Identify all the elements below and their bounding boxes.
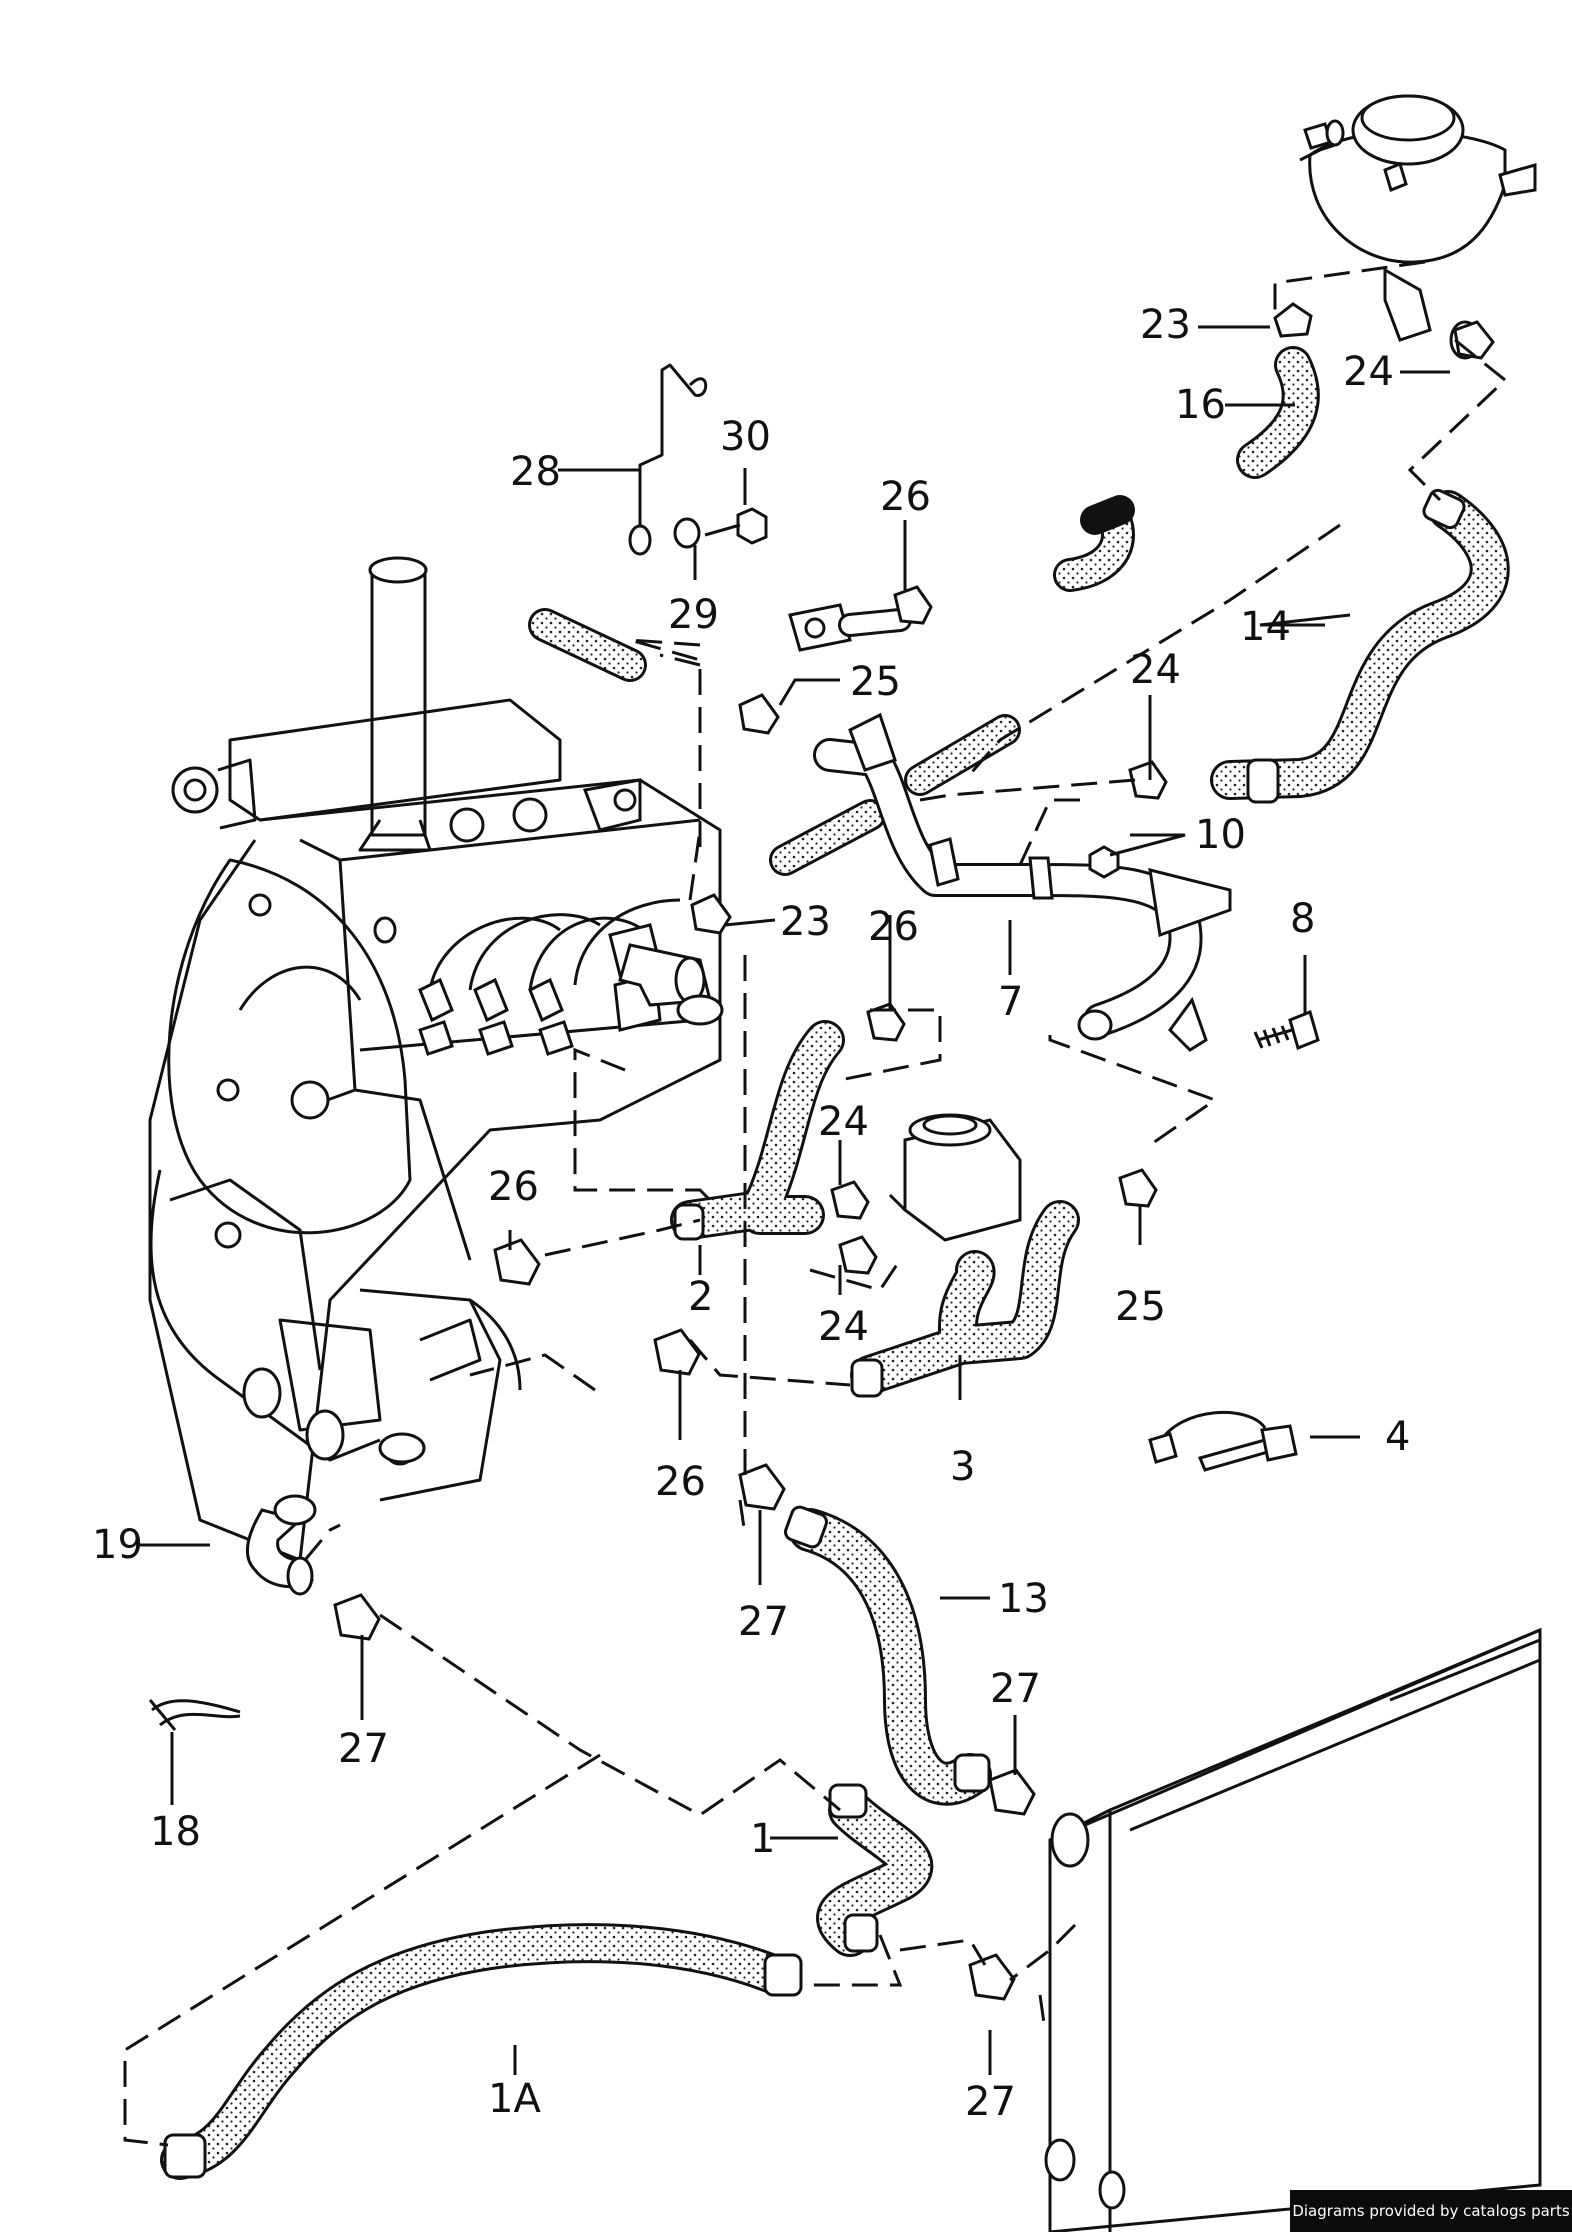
callout-24-mid: 24 xyxy=(1130,647,1181,693)
hoses xyxy=(160,346,1510,2180)
callout-labels: 23 24 16 28 30 29 26 14 25 24 10 8 23 26… xyxy=(92,302,1410,2125)
callout-10: 10 xyxy=(1195,812,1246,858)
washer-29 xyxy=(673,517,701,549)
clamp-26-top xyxy=(893,585,933,625)
callout-25-right: 25 xyxy=(1115,1284,1166,1330)
callout-26-mid: 26 xyxy=(868,904,919,950)
callout-1A: 1A xyxy=(488,2076,541,2122)
callout-23-top: 23 xyxy=(1140,302,1191,348)
callout-28: 28 xyxy=(510,449,561,495)
bolt-8 xyxy=(1253,1009,1320,1051)
dashed-connectors xyxy=(123,260,1508,2147)
callout-2: 2 xyxy=(688,1274,713,1320)
callout-24-oil-lower: 24 xyxy=(818,1304,869,1350)
callout-27-mid: 27 xyxy=(738,1599,789,1645)
callout-8: 8 xyxy=(1290,896,1315,942)
callout-19: 19 xyxy=(92,1522,143,1568)
clamp-23-mid xyxy=(690,893,732,935)
bracket-28 xyxy=(628,363,708,556)
clamp-27-mid xyxy=(738,1463,786,1511)
callout-25-top: 25 xyxy=(850,659,901,705)
callout-4: 4 xyxy=(1385,1414,1410,1460)
clamp-27-right xyxy=(988,1768,1036,1816)
callout-26-top: 26 xyxy=(880,474,931,520)
callout-18: 18 xyxy=(150,1809,201,1855)
callout-24-top: 24 xyxy=(1343,349,1394,395)
callout-26-lower: 26 xyxy=(655,1459,706,1505)
clamp-26-left xyxy=(493,1238,541,1286)
diagram-credit: Diagrams provided by catalogs parts xyxy=(1290,2190,1572,2232)
callout-1: 1 xyxy=(750,1816,775,1862)
callout-16: 16 xyxy=(1175,382,1226,428)
callout-3: 3 xyxy=(950,1444,975,1490)
clamp-4 xyxy=(1148,1410,1298,1472)
clamp-23-top xyxy=(1273,302,1313,338)
bolt-30 xyxy=(704,507,768,545)
callout-27-left: 27 xyxy=(338,1726,389,1772)
callout-13: 13 xyxy=(998,1576,1049,1622)
clamp-26-mid xyxy=(866,1002,906,1042)
clamp-27-bottom xyxy=(968,1953,1016,2001)
clamp-25-right xyxy=(1118,1168,1158,1208)
radiator xyxy=(1044,1627,1542,2232)
callout-14: 14 xyxy=(1240,604,1291,650)
callout-30: 30 xyxy=(720,414,771,460)
coolant-pipe-7 xyxy=(618,495,1232,1052)
clamp-25-top xyxy=(738,693,780,735)
callout-29: 29 xyxy=(668,592,719,638)
engine-block xyxy=(148,556,722,1562)
callout-27-right: 27 xyxy=(990,1666,1041,1712)
small-parts xyxy=(148,302,1495,2001)
nut-10 xyxy=(1088,845,1120,879)
callout-27-bottom: 27 xyxy=(965,2079,1016,2125)
clamp-24-top xyxy=(1453,320,1495,360)
clamp-24-mid xyxy=(1128,760,1168,800)
callout-leaders xyxy=(140,325,1450,2075)
injector-lines xyxy=(418,898,681,1056)
callout-26-left: 26 xyxy=(488,1164,539,1210)
clamp-26-lower xyxy=(653,1328,701,1376)
clamp-27-left xyxy=(333,1593,381,1641)
callout-24-oil-upper: 24 xyxy=(818,1099,869,1145)
callout-7: 7 xyxy=(998,979,1023,1025)
clamp-24-oil-upper xyxy=(830,1180,870,1220)
clamp-24-oil-lower xyxy=(838,1235,878,1275)
elbow-19 xyxy=(245,1494,317,1596)
callout-23-mid: 23 xyxy=(780,899,831,945)
oil-cooler xyxy=(888,1113,1022,1242)
expansion-tank xyxy=(1299,94,1537,360)
clip-18 xyxy=(148,1699,241,1731)
